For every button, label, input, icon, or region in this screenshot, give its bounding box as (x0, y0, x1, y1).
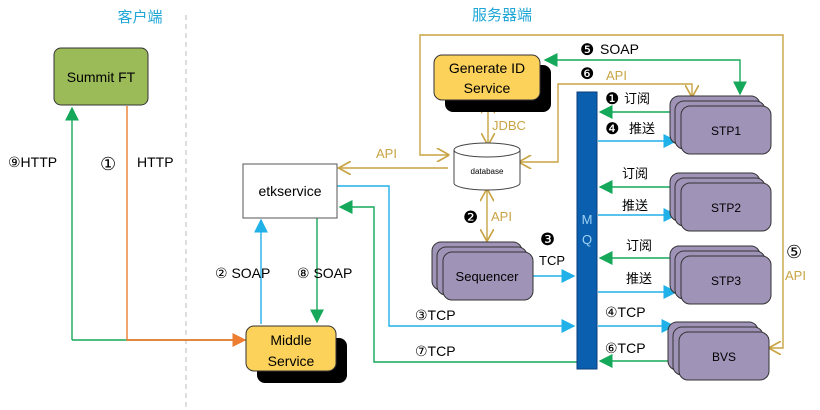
label-sub3: 订阅 (626, 238, 652, 253)
region-client-title: 客户端 (117, 9, 162, 26)
label-api6-num: ❻ (580, 66, 594, 83)
label-soap5: SOAP (600, 41, 639, 57)
stp3-node[interactable]: STP3 (669, 245, 772, 305)
summit-ft-label: Summit FT (67, 69, 136, 85)
mq-node[interactable]: M Q (576, 91, 598, 370)
generate-id-label-1: Generate ID (449, 60, 525, 76)
sequencer-label: Sequencer (456, 269, 520, 284)
sequencer-node[interactable]: Sequencer (431, 241, 534, 301)
mq-label-q: Q (582, 232, 592, 247)
stp2-node[interactable]: STP2 (669, 172, 772, 232)
bvs-node[interactable]: BVS (667, 321, 770, 381)
stp1-node[interactable]: STP1 (669, 95, 772, 155)
label-http1-num: ① (100, 154, 116, 174)
label-http9: ⑨HTTP (8, 154, 57, 170)
stp1-label: STP1 (711, 124, 741, 138)
label-api5-num: ⑤ (786, 242, 802, 262)
stp2-label: STP2 (711, 201, 741, 215)
label-tcp7: ⑦TCP (415, 343, 456, 359)
generate-id-label-2: Service (464, 80, 511, 96)
database-node[interactable]: database (453, 142, 521, 191)
generate-id-service-node[interactable]: Generate ID Service (433, 54, 551, 112)
region-server-title: 服务器端 (472, 7, 532, 24)
label-push4: 推送 (629, 121, 655, 136)
tcp7-connector (338, 200, 578, 363)
label-api5: API (785, 268, 806, 283)
label-api2: API (491, 209, 512, 224)
tcp3-connector (337, 185, 576, 333)
mq-label-m: M (582, 212, 593, 227)
etkservice-label: etkservice (258, 183, 321, 199)
label-soap8: ⑧ SOAP (297, 265, 352, 281)
label-api-etk: API (376, 146, 397, 161)
label-api6: API (606, 68, 627, 83)
label-api2-num: ❷ (463, 208, 478, 227)
label-sub1-num: ❶ (605, 91, 619, 108)
soap5-connector (543, 53, 747, 96)
stp3-label: STP3 (711, 274, 741, 288)
bvs-label: BVS (712, 350, 736, 364)
label-push4-num: ❹ (605, 121, 619, 138)
database-label: database (471, 167, 504, 176)
label-tcp4: ④TCP (605, 304, 646, 320)
api5-connector (419, 34, 784, 348)
label-tcp6: ⑥TCP (605, 340, 646, 356)
label-soap5-num: ❺ (580, 42, 594, 59)
label-push2: 推送 (622, 198, 648, 213)
middle-service-node[interactable]: Middle Service (245, 325, 347, 383)
label-tcp3-num: ❸ (540, 230, 555, 249)
label-http1: HTTP (137, 154, 174, 170)
label-jdbc: JDBC (492, 118, 526, 133)
label-tcp3: TCP (539, 253, 565, 268)
middle-service-label-1: Middle (270, 332, 311, 348)
label-soap2: ② SOAP (215, 265, 270, 281)
middle-service-label-2: Service (268, 353, 315, 369)
etkservice-node[interactable]: etkservice (242, 163, 338, 219)
label-sub1: 订阅 (624, 91, 650, 106)
label-sub2: 订阅 (622, 166, 648, 181)
summit-ft-node[interactable]: Summit FT (53, 47, 149, 106)
label-push3: 推送 (626, 271, 652, 286)
label-tcp3-etk: ③TCP (415, 307, 456, 323)
